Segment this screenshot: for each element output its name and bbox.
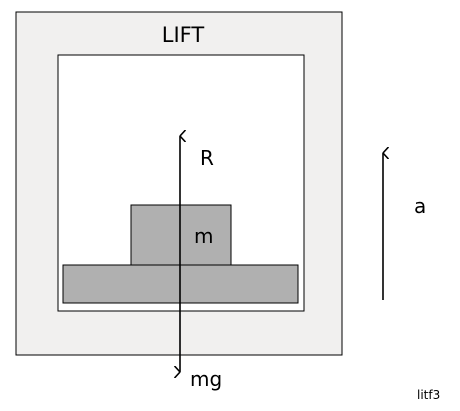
weight-label: mg — [190, 367, 222, 391]
acceleration-label: a — [414, 194, 426, 218]
mass-block — [130, 204, 232, 266]
reaction-label: R — [200, 146, 214, 170]
figure-caption: litf3 — [417, 388, 440, 402]
lift-title: LIFT — [162, 23, 205, 47]
mass-label: m — [194, 224, 213, 248]
